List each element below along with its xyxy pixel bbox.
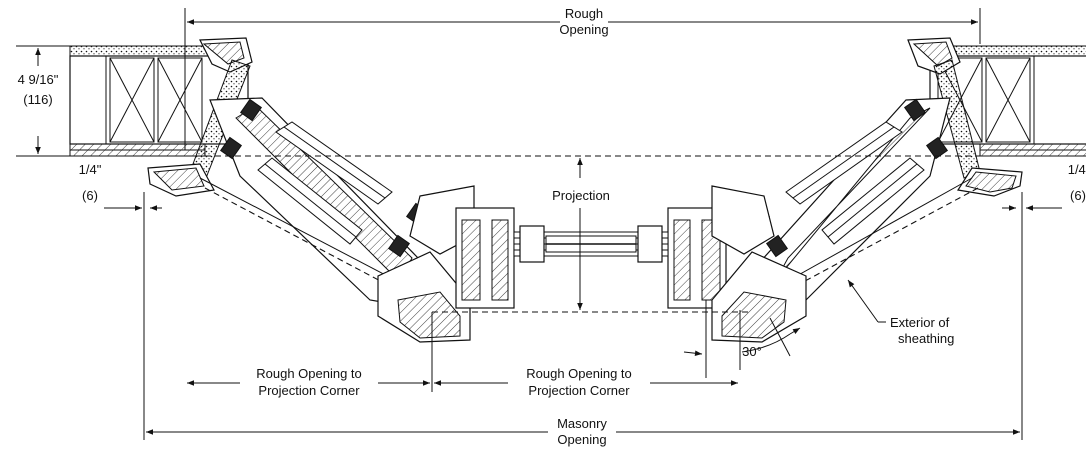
- wall-depth-metric: (116): [23, 92, 52, 107]
- angle-label: 30°: [742, 344, 762, 359]
- ro-corner-left-line2: Projection Corner: [258, 383, 360, 398]
- masonry-label-line1: Masonry: [557, 416, 607, 431]
- rough-opening-label-line1: Rough: [565, 6, 603, 21]
- left-gap-dimension: 1/4" (6): [79, 162, 162, 440]
- wall-depth-dimension: 4 9/16" (116): [16, 45, 70, 157]
- left-gap-imperial: 1/4": [79, 162, 102, 177]
- projection-dimension: Projection: [543, 158, 619, 310]
- right-gap-metric: (6): [1070, 188, 1086, 203]
- angle-dimension: 30°: [683, 300, 801, 378]
- wall-depth-imperial: 4 9/16": [18, 72, 59, 87]
- exterior-sheathing-callout: Exterior of sheathing: [847, 279, 954, 346]
- left-angled-window-unit: [147, 37, 475, 343]
- right-gap-dimension: 1/4' (6): [1002, 162, 1086, 440]
- ro-corner-mid-dimension: Rough Opening to Projection Corner: [434, 366, 738, 398]
- ro-corner-mid-line2: Projection Corner: [528, 383, 630, 398]
- ro-corner-left-line1: Rough Opening to: [256, 366, 362, 381]
- right-gap-imperial: 1/4': [1068, 162, 1086, 177]
- exterior-label-line2: sheathing: [898, 331, 954, 346]
- right-angled-window-unit: [711, 37, 1023, 343]
- rough-opening-dimension: Rough Opening: [184, 6, 981, 150]
- left-gap-metric: (6): [82, 188, 98, 203]
- center-window-unit: [455, 207, 727, 309]
- masonry-label-line2: Opening: [557, 432, 606, 447]
- projection-label: Projection: [552, 188, 610, 203]
- exterior-label-line1: Exterior of: [890, 315, 950, 330]
- masonry-opening-dimension: Masonry Opening: [146, 416, 1020, 447]
- ro-corner-mid-line1: Rough Opening to: [526, 366, 632, 381]
- ro-corner-left-dimension: Rough Opening to Projection Corner: [187, 312, 433, 398]
- rough-opening-label-line2: Opening: [559, 22, 608, 37]
